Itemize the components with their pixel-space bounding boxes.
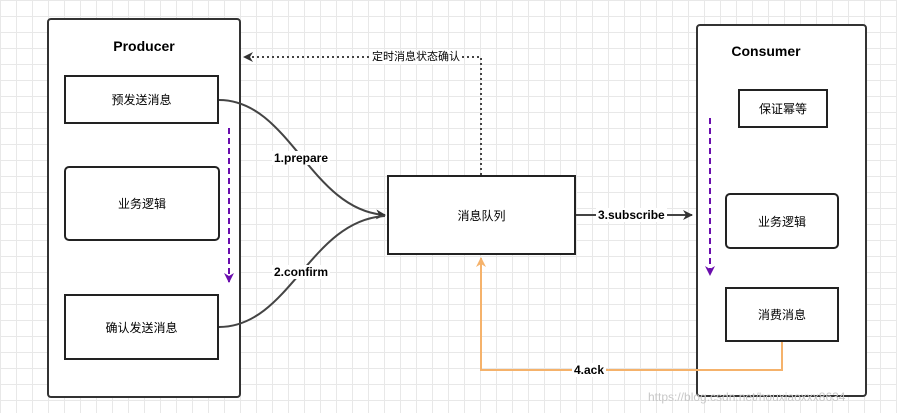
consumer-step-logic: 业务逻辑	[725, 193, 839, 249]
ack-edge	[476, 257, 783, 371]
timed-check-edge	[243, 52, 482, 175]
consumer-title: Consumer	[731, 43, 801, 59]
producer-title: Producer	[113, 38, 175, 54]
prepare-label: 1.prepare	[272, 151, 331, 165]
message-queue: 消息队列	[387, 175, 576, 255]
consumer-step-consume: 消费消息	[725, 287, 839, 342]
watermark: https://blog.csdn.net/houxiaoxxx8634	[648, 390, 846, 404]
producer-step-confirm: 确认发送消息	[64, 294, 219, 360]
producer-step-logic: 业务逻辑	[64, 166, 220, 241]
producer-step-prepare: 预发送消息	[64, 75, 219, 124]
consumer-step-idempotent: 保证幂等	[738, 89, 828, 128]
ack-label: 4.ack	[572, 363, 607, 377]
subscribe-label: 3.subscribe	[596, 208, 667, 222]
timed-check-label: 定时消息状态确认	[370, 50, 462, 64]
confirm-label: 2.confirm	[272, 265, 331, 279]
